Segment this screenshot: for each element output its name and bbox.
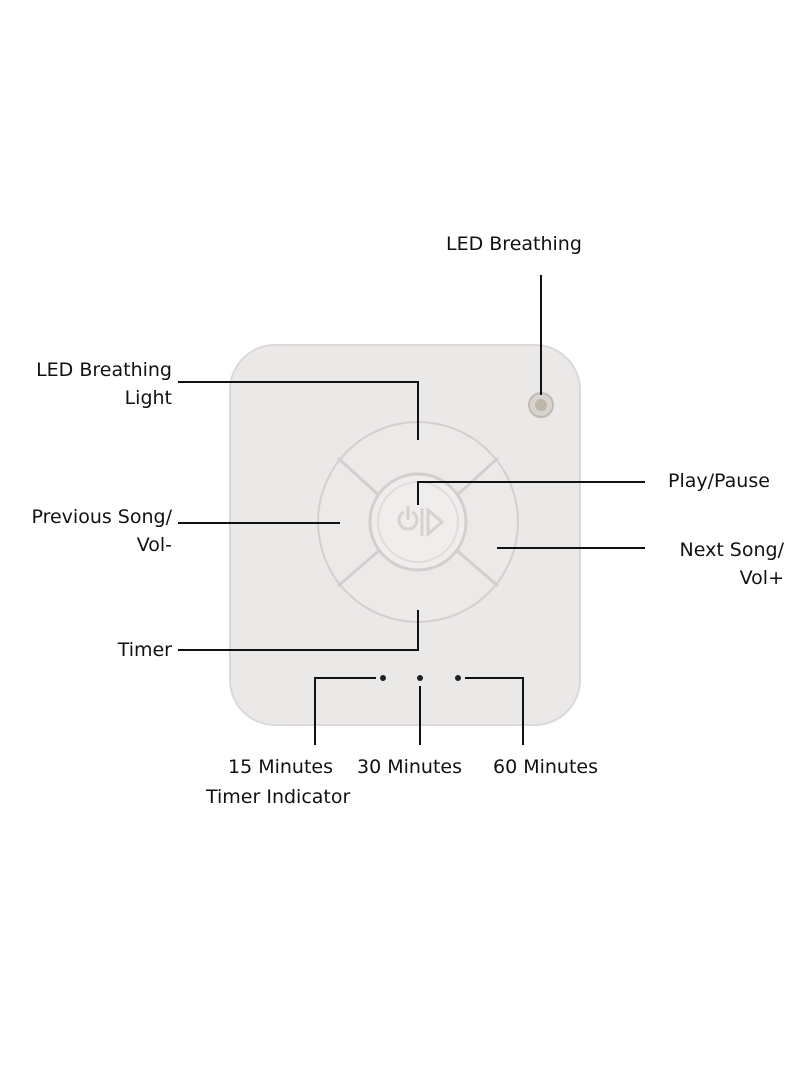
- thirty-minutes-label: 30 Minutes: [357, 756, 463, 778]
- leader-play-pause: [417, 481, 645, 505]
- timer-indicator-label: Timer Indicator: [206, 786, 351, 808]
- play-pause-label: Play/Pause: [668, 470, 770, 492]
- leader-led-breathing-light: [178, 381, 419, 440]
- led-breathing-label: LED Breathing: [446, 233, 582, 255]
- fifteen-minutes-label: 15 Minutes: [228, 756, 334, 778]
- leader-15-minutes: [314, 677, 376, 745]
- sixty-minutes-label: 60 Minutes: [493, 756, 599, 778]
- indicator-15: [380, 675, 386, 681]
- timer-label: Timer: [117, 639, 172, 661]
- indicator-60: [455, 675, 461, 681]
- power-play-icon: [397, 506, 445, 538]
- next-song-label: Next Song/ Vol+: [679, 539, 785, 589]
- leader-60-minutes: [465, 677, 524, 745]
- led-breathing-light-label: LED Breathing Light: [36, 359, 172, 409]
- previous-song-label: Previous Song/ Vol-: [31, 506, 172, 556]
- leader-lines: [178, 275, 645, 745]
- indicator-30: [417, 675, 423, 681]
- leader-timer: [178, 610, 419, 651]
